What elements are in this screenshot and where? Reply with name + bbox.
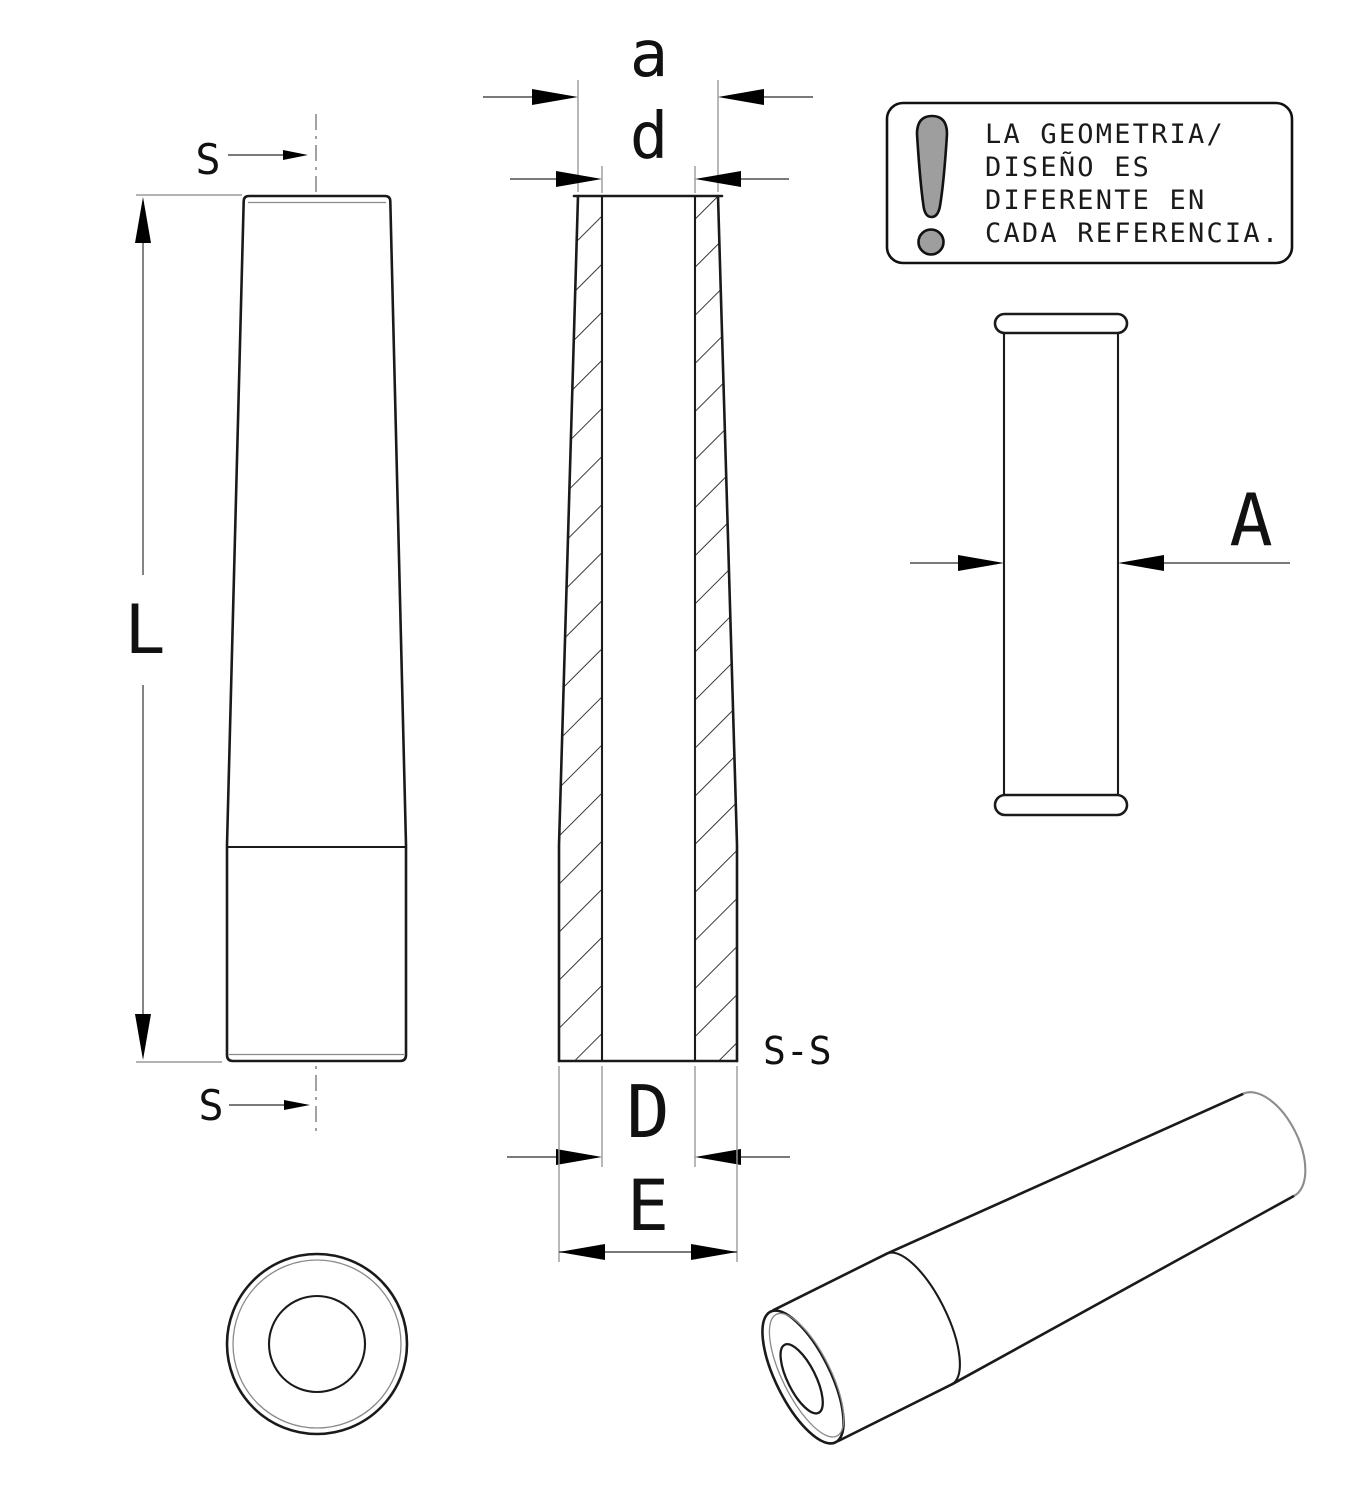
dimension-A: A	[910, 478, 1290, 571]
section-view: S-S	[557, 194, 832, 1073]
arrowhead-a-right	[718, 89, 764, 105]
arrowhead-E-left	[559, 1244, 605, 1260]
section-hatch-right-wall	[695, 196, 737, 1061]
exclamation-bar	[915, 114, 949, 219]
arrowhead-A-left	[958, 555, 1004, 571]
side-bottom-cap	[993, 793, 1129, 817]
iso-far-end-edge	[1242, 1091, 1307, 1197]
section-label-s-bottom: S	[198, 1081, 223, 1130]
arrowhead-d-left	[556, 171, 602, 187]
arrowhead-A-right	[1118, 555, 1164, 571]
arrowhead-D-right	[695, 1149, 741, 1165]
iso-silhouette-top	[771, 1092, 1245, 1312]
warning-line-1: LA GEOMETRIA/	[985, 119, 1225, 150]
arrowhead-a-left	[532, 89, 578, 105]
dim-label-L: L	[125, 591, 166, 670]
dim-label-a: a	[630, 18, 669, 92]
warning-line-4: CADA REFERENCIA.	[985, 218, 1280, 249]
dimension-a: a	[483, 18, 813, 192]
outer-circle	[225, 1252, 409, 1436]
warning-line-2: DISEÑO ES	[985, 151, 1151, 183]
dimension-L: L	[125, 194, 242, 1063]
warning-note: LA GEOMETRIA/ DISEÑO ES DIFERENTE EN CAD…	[885, 101, 1294, 265]
arrowhead-D-left	[556, 1149, 602, 1165]
isometric-view	[761, 1091, 1307, 1445]
iso-junction-edge	[885, 1251, 961, 1386]
arrowhead-L-top	[135, 197, 151, 243]
front-view-outline	[225, 194, 408, 1063]
section-outer-left	[557, 194, 580, 1063]
dimension-d: d	[510, 100, 789, 193]
side-view	[993, 312, 1129, 817]
dim-label-D: D	[626, 1070, 669, 1154]
warning-note-box	[885, 101, 1294, 265]
dimension-E: E	[558, 1066, 738, 1262]
section-hatch-left-wall	[559, 196, 602, 1061]
outer-rim-circle	[232, 1259, 402, 1429]
side-top-cap	[993, 312, 1129, 335]
front-view	[225, 114, 408, 1136]
arrowhead-E-right	[691, 1244, 737, 1260]
dim-label-A: A	[1229, 478, 1272, 562]
section-label-s-top: S	[195, 135, 220, 184]
axial-view	[225, 1252, 409, 1436]
section-marker-bottom: S	[198, 1081, 310, 1130]
iso-silhouette-bottom	[836, 1194, 1296, 1443]
arrowhead-d-right	[695, 171, 741, 187]
warning-line-3: DIFERENTE EN	[985, 185, 1206, 216]
iso-front-chamfer	[768, 1312, 845, 1438]
arrowhead-L-bottom	[135, 1014, 151, 1060]
section-arrowhead-bottom	[284, 1100, 310, 1110]
dimension-D: D	[507, 1066, 790, 1167]
iso-bore	[779, 1343, 824, 1415]
section-arrowhead-top	[283, 150, 308, 160]
exclamation-dot	[917, 228, 945, 256]
dim-label-E: E	[627, 1165, 669, 1247]
section-outer-right	[716, 194, 739, 1063]
dim-label-d: d	[630, 100, 669, 174]
section-marker-top: S	[195, 135, 308, 184]
exclamation-icon	[915, 114, 949, 256]
bore-circle	[267, 1294, 367, 1394]
section-title: S-S	[763, 1029, 832, 1073]
